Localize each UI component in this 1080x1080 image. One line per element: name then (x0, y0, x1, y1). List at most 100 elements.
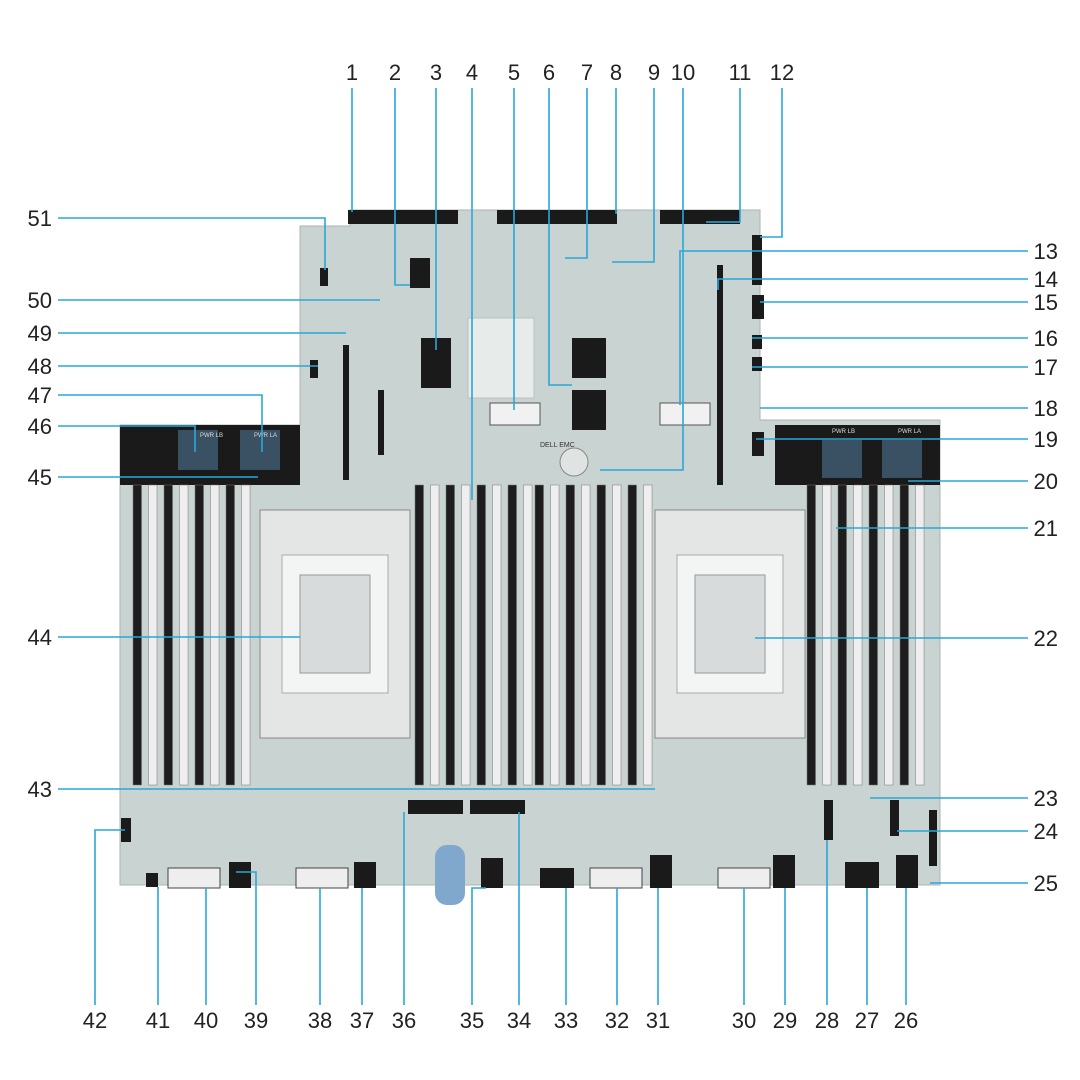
leader-51 (58, 217, 326, 270)
leader-13 (679, 250, 1028, 405)
leader-14 (717, 278, 1028, 290)
dimm-slot (194, 484, 204, 786)
callout-31: 31 (646, 1008, 670, 1033)
pch-heatsink (467, 317, 535, 399)
dimm-slot (643, 484, 653, 786)
callout-39: 39 (244, 1008, 268, 1033)
dimm-slot (627, 484, 637, 786)
callout-14: 14 (1034, 267, 1058, 292)
callout-23: 23 (1034, 786, 1058, 811)
dimm-slot (179, 484, 189, 786)
callout-9: 9 (648, 60, 660, 85)
dimm-slot (430, 484, 440, 786)
leader-6 (548, 88, 572, 386)
leader-7 (565, 88, 588, 259)
pwr-lb-left-label: PWR LB (200, 433, 223, 439)
brand-label: DELL EMC (540, 442, 575, 449)
callout-19: 19 (1034, 427, 1058, 452)
callout-29: 29 (773, 1008, 797, 1033)
callout-8: 8 (610, 60, 622, 85)
callout-27: 27 (855, 1008, 879, 1033)
callout-42: 42 (83, 1008, 107, 1033)
callout-49: 49 (28, 321, 52, 346)
callout-26: 26 (894, 1008, 918, 1033)
leader-46 (58, 425, 196, 452)
callout-5: 5 (508, 60, 520, 85)
leader-12 (760, 88, 783, 238)
dimm-slot (523, 484, 533, 786)
leader-35 (471, 887, 486, 1005)
psu-connectors-left: PWR LB PWR LA (120, 425, 300, 485)
callout-33: 33 (554, 1008, 578, 1033)
dimm-slot (241, 484, 251, 786)
callout-25: 25 (1034, 871, 1058, 896)
callout-34: 34 (507, 1008, 531, 1033)
callout-15: 15 (1034, 290, 1058, 315)
pwr-la-right-label: PWR LA (898, 429, 921, 435)
riser-slots (310, 235, 764, 485)
callout-35: 35 (460, 1008, 484, 1033)
callout-21: 21 (1034, 516, 1058, 541)
callout-20: 20 (1034, 469, 1058, 494)
leader-10 (600, 88, 684, 471)
dimm-slot (148, 484, 158, 786)
dimm-slot (806, 484, 816, 786)
front-connectors (121, 800, 937, 905)
dimm-slot (550, 484, 560, 786)
leader-11 (706, 88, 741, 223)
dimm-slot (414, 484, 424, 786)
callout-43: 43 (28, 777, 52, 802)
callout-4: 4 (466, 60, 478, 85)
callout-48: 48 (28, 354, 52, 379)
callout-41: 41 (146, 1008, 170, 1033)
dimm-slot (132, 484, 142, 786)
leader-8 (615, 88, 617, 214)
dimm-slot (163, 484, 173, 786)
callout-47: 47 (28, 383, 52, 408)
dimm-slot (853, 484, 863, 786)
dimm-slot (461, 484, 471, 786)
dimm-slot (915, 484, 925, 786)
dimm-slot (822, 484, 832, 786)
dimm-slot (210, 484, 220, 786)
dimm-slot (612, 484, 622, 786)
dimm-slot (868, 484, 878, 786)
callout-2: 2 (389, 60, 401, 85)
callout-1: 1 (346, 60, 358, 85)
callout-22: 22 (1034, 626, 1058, 651)
callout-6: 6 (543, 60, 555, 85)
dimm-slot (507, 484, 517, 786)
dimm-slots (132, 484, 925, 786)
callout-51: 51 (28, 206, 52, 231)
leader-9 (612, 88, 655, 263)
callout-16: 16 (1034, 326, 1058, 351)
cpu-socket-1 (259, 509, 411, 739)
callout-10: 10 (671, 60, 695, 85)
dimm-slot (565, 484, 575, 786)
callout-36: 36 (392, 1008, 416, 1033)
callout-17: 17 (1034, 355, 1058, 380)
dimm-slot (476, 484, 486, 786)
dimm-slot (899, 484, 909, 786)
leader-2 (394, 88, 410, 286)
dimm-slot (534, 484, 544, 786)
leader-39 (236, 871, 257, 1005)
cpu-socket-2 (654, 509, 806, 739)
dimm-slot (225, 484, 235, 786)
dimm-slot (596, 484, 606, 786)
callout-44: 44 (28, 625, 52, 650)
callout-38: 38 (308, 1008, 332, 1033)
callout-46: 46 (28, 414, 52, 439)
callout-45: 45 (28, 465, 52, 490)
dimm-slot (445, 484, 455, 786)
callout-24: 24 (1034, 819, 1058, 844)
rear-io-connectors (348, 210, 740, 224)
callout-32: 32 (605, 1008, 629, 1033)
callout-50: 50 (28, 288, 52, 313)
callout-30: 30 (732, 1008, 756, 1033)
callout-13: 13 (1034, 239, 1058, 264)
dimm-slot (837, 484, 847, 786)
callout-37: 37 (350, 1008, 374, 1033)
sl-connectors-top (489, 402, 711, 426)
